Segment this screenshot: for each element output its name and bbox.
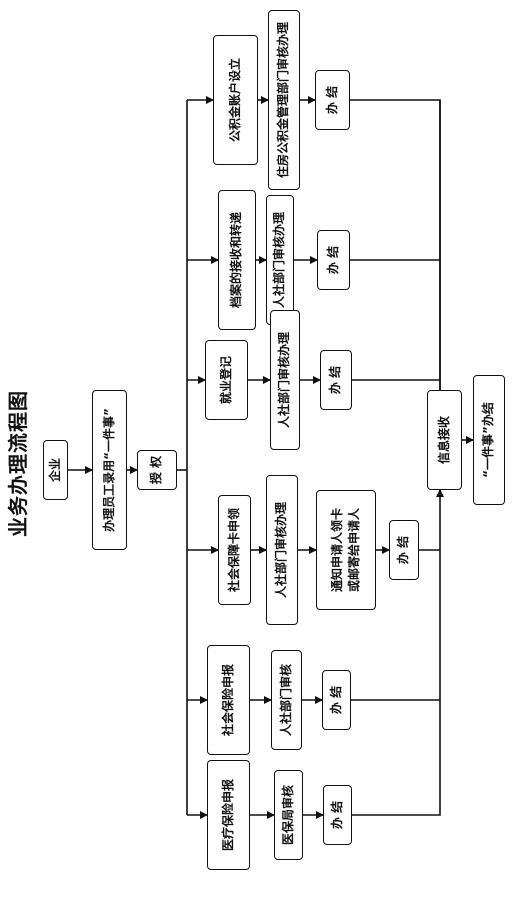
housing-fund-step1-label: 公积金账户设立 xyxy=(227,58,242,143)
social-insurance-step2-box: 人社部门审核 xyxy=(271,650,302,750)
archives-done-label: 办 结 xyxy=(325,245,340,275)
arrow-medical-to-info xyxy=(352,489,444,816)
employment-step2-label: 人社部门审核办理 xyxy=(277,332,292,429)
medical-done-label: 办 结 xyxy=(329,800,344,830)
housing-fund-done-box: 办 结 xyxy=(315,70,350,130)
enterprise-box: 企业 xyxy=(43,440,68,500)
employment-step2-box: 人社部门审核办理 xyxy=(270,310,300,450)
social-card-done-label: 办 结 xyxy=(396,535,411,565)
medical-step1-label: 医疗保险申报 xyxy=(220,779,235,852)
archives-step2-box: 人社部门审核办理 xyxy=(266,195,294,325)
archives-done-box: 办 结 xyxy=(317,230,350,290)
staff-hiring-box: 办理员工录用“一件事” xyxy=(92,390,127,550)
medical-done-box: 办 结 xyxy=(323,785,352,845)
housing-fund-step1-box: 公积金账户设立 xyxy=(213,35,258,165)
social-insurance-done-label: 办 结 xyxy=(328,685,343,715)
archives-step2-label: 人社部门审核办理 xyxy=(272,212,287,309)
social-insurance-done-box: 办 结 xyxy=(322,670,351,730)
staff-hiring-label: 办理员工录用“一件事” xyxy=(101,408,116,532)
authorize-label: 授 权 xyxy=(149,455,164,485)
housing-fund-done-label: 办 结 xyxy=(324,85,339,115)
social-insurance-step2-label: 人社部门审核 xyxy=(278,664,293,737)
archives-step1-label: 档案的接收和转递 xyxy=(229,212,244,309)
medical-step2-box: 医保局审核 xyxy=(274,770,303,860)
archives-step1-box: 档案的接收和转递 xyxy=(218,190,256,330)
enterprise-label: 企业 xyxy=(47,458,62,483)
social-card-step3-box: 通知申请人领卡 或邮寄给申请人 xyxy=(316,490,376,610)
social-card-step2-label: 人社部门审核办理 xyxy=(274,502,289,599)
housing-fund-step2-label: 住房公积金管理部门审核办理 xyxy=(276,22,291,179)
social-insurance-step1-box: 社会保险申报 xyxy=(207,645,250,755)
employment-done-box: 办 结 xyxy=(320,350,352,410)
social-card-step1-box: 社会保障卡申领 xyxy=(218,495,251,605)
medical-step1-box: 医疗保险申报 xyxy=(207,760,250,870)
employment-step1-label: 就业登记 xyxy=(218,356,233,405)
employment-done-label: 办 结 xyxy=(328,365,343,395)
info-receive-box: 信息接收 xyxy=(427,390,462,490)
info-receive-label: 信息接收 xyxy=(436,416,451,465)
social-insurance-step1-label: 社会保险申报 xyxy=(220,664,235,737)
social-card-step1-label: 社会保障卡申领 xyxy=(226,508,241,593)
social-card-done-box: 办 结 xyxy=(389,520,419,580)
medical-step2-label: 医保局审核 xyxy=(280,785,295,846)
complete-box: “一件事”办结 xyxy=(473,375,505,505)
employment-step1-box: 就业登记 xyxy=(205,340,248,420)
social-card-step3-label: 通知申请人领卡 或邮寄给申请人 xyxy=(329,508,361,593)
authorize-box: 授 权 xyxy=(137,450,177,490)
housing-fund-step2-box: 住房公积金管理部门审核办理 xyxy=(268,10,300,190)
complete-label: “一件事”办结 xyxy=(481,402,496,478)
social-card-step2-box: 人社部门审核办理 xyxy=(266,475,298,625)
